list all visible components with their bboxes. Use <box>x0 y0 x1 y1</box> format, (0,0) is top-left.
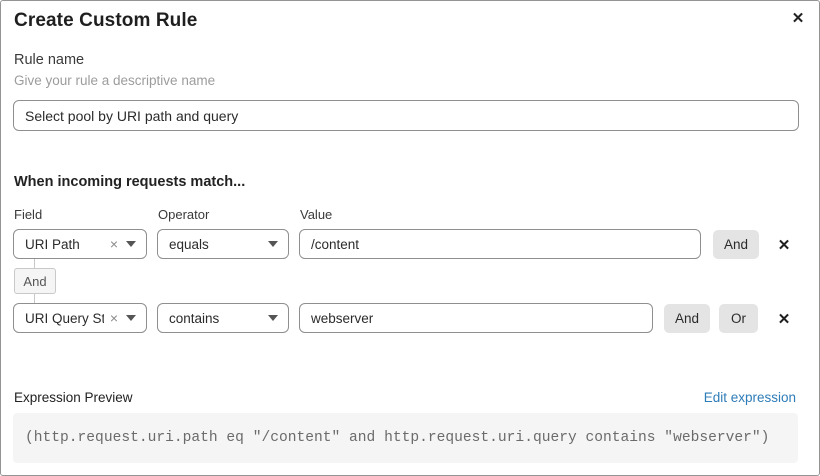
add-and-condition-button-row1[interactable]: And <box>713 230 759 259</box>
field-select-row2-value: URI Query St... <box>25 310 104 326</box>
chevron-down-icon[interactable] <box>126 241 136 247</box>
field-select-row1-value: URI Path <box>25 236 80 252</box>
delete-row-icon[interactable]: ✕ <box>773 230 795 259</box>
expression-preview-box: (http.request.uri.path eq "/content" and… <box>13 413 798 463</box>
field-select-row2[interactable]: URI Query St... × <box>13 303 147 333</box>
chevron-down-icon[interactable] <box>268 241 278 247</box>
column-label-operator: Operator <box>158 207 210 222</box>
expression-preview-label: Expression Preview <box>14 390 133 405</box>
value-input-row1[interactable] <box>299 229 701 259</box>
clear-selection-icon[interactable]: × <box>109 310 118 326</box>
operator-select-row2[interactable]: contains <box>157 303 289 333</box>
rule-name-label: Rule name <box>14 52 85 68</box>
column-label-field: Field <box>14 207 43 222</box>
rule-name-input[interactable] <box>13 100 799 131</box>
chevron-down-icon[interactable] <box>126 315 136 321</box>
close-icon[interactable]: ✕ <box>786 6 810 30</box>
add-and-condition-button-row2[interactable]: And <box>664 304 710 333</box>
column-label-value: Value <box>300 207 333 222</box>
operator-select-row2-value: contains <box>169 310 220 326</box>
add-or-condition-button-row2[interactable]: Or <box>719 304 758 333</box>
rule-name-hint: Give your rule a descriptive name <box>14 73 216 88</box>
clear-selection-icon[interactable]: × <box>109 236 118 252</box>
match-section-heading: When incoming requests match... <box>14 174 246 190</box>
value-input-row2[interactable] <box>299 303 653 333</box>
operator-select-row1-value: equals <box>169 236 209 252</box>
connector-line-top <box>34 259 35 268</box>
expression-code: (http.request.uri.path eq "/content" and… <box>25 430 770 446</box>
chevron-down-icon[interactable] <box>268 315 278 321</box>
field-select-row1[interactable]: URI Path × <box>13 229 147 259</box>
edit-expression-link[interactable]: Edit expression <box>703 390 796 405</box>
connector-line-bottom <box>34 294 35 303</box>
operator-select-row1[interactable]: equals <box>157 229 289 259</box>
connector-and-badge: And <box>14 268 56 294</box>
delete-row-icon[interactable]: ✕ <box>773 304 795 333</box>
dialog-title: Create Custom Rule <box>14 10 198 31</box>
